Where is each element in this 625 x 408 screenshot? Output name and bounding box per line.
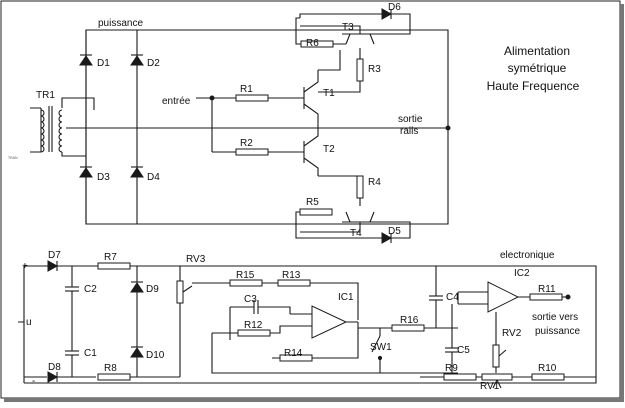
transistor-T3 bbox=[300, 25, 378, 45]
label-C1: C1 bbox=[84, 348, 97, 359]
rail-plus-label: + bbox=[22, 261, 28, 272]
potentiometer-RV3 bbox=[176, 280, 184, 304]
input-label: entrée bbox=[162, 96, 191, 107]
power-section: TRAN bbox=[8, 8, 451, 244]
output-power-label-2: puissance bbox=[535, 326, 580, 337]
electronic-section bbox=[18, 260, 597, 389]
section-label-power: puissance bbox=[98, 18, 143, 29]
label-D7: D7 bbox=[48, 250, 61, 261]
resistor-R2 bbox=[235, 148, 269, 156]
title-line-3: Haute Frequence bbox=[487, 79, 580, 93]
title-block: Alimentation symétrique Haute Frequence bbox=[487, 44, 580, 93]
label-R7: R7 bbox=[104, 252, 117, 263]
label-T1: T1 bbox=[323, 88, 335, 99]
label-R12: R12 bbox=[244, 320, 263, 331]
border-shadow-bottom bbox=[4, 398, 624, 402]
label-R9: R9 bbox=[445, 363, 458, 374]
label-R2: R2 bbox=[240, 138, 253, 149]
label-D3: D3 bbox=[97, 172, 110, 183]
label-IC1: IC1 bbox=[338, 292, 354, 303]
label-RV2: RV2 bbox=[502, 328, 522, 339]
resistor-R4 bbox=[356, 175, 364, 199]
label-R14: R14 bbox=[284, 348, 303, 359]
title-line-1: Alimentation bbox=[504, 44, 570, 58]
transistor-T2 bbox=[303, 128, 319, 176]
label-TR1: TR1 bbox=[36, 90, 55, 101]
rail-minus-label: - bbox=[32, 376, 35, 387]
resistor-R3 bbox=[356, 58, 364, 82]
resistor-R7 bbox=[97, 262, 131, 270]
label-C5: C5 bbox=[457, 345, 470, 356]
resistor-R5 bbox=[299, 208, 333, 216]
label-C2: C2 bbox=[84, 284, 97, 295]
label-C3: C3 bbox=[244, 294, 257, 305]
output-power-label-1: sortie vers bbox=[532, 312, 578, 323]
node-u-label: u bbox=[26, 317, 32, 328]
label-D5: D5 bbox=[388, 226, 401, 237]
potentiometer-RV2 bbox=[492, 344, 500, 368]
label-R1: R1 bbox=[240, 84, 253, 95]
label-D9: D9 bbox=[146, 284, 159, 295]
transistor-T1 bbox=[303, 70, 319, 128]
label-C4: C4 bbox=[446, 292, 459, 303]
resistor-R9 bbox=[443, 373, 477, 381]
label-R13: R13 bbox=[282, 270, 301, 281]
label-D4: D4 bbox=[147, 172, 160, 183]
transistor-T4 bbox=[300, 211, 378, 233]
border-shadow-right bbox=[620, 4, 624, 401]
label-T2: T2 bbox=[323, 144, 335, 155]
label-T4: T4 bbox=[350, 228, 362, 239]
switch-SW1[interactable] bbox=[371, 335, 383, 373]
label-D6: D6 bbox=[388, 2, 401, 13]
label-R6: R6 bbox=[306, 38, 319, 49]
resistor-R10 bbox=[531, 373, 565, 381]
resistor-R8 bbox=[97, 373, 131, 381]
opamp-IC1 bbox=[311, 305, 348, 339]
component-labels: TR1 D1 D2 D3 D4 R1 R2 T1 T2 T3 T4 R3 R4 … bbox=[36, 2, 557, 392]
label-RV3: RV3 bbox=[186, 254, 206, 265]
transformer-TR1: TRAN bbox=[8, 97, 95, 160]
title-line-2: symétrique bbox=[508, 61, 567, 75]
outer-border bbox=[0, 0, 621, 399]
output-rails-label-2: rails bbox=[400, 126, 418, 137]
label-D8: D8 bbox=[48, 362, 61, 373]
label-R15: R15 bbox=[236, 270, 255, 281]
label-RV1: RV1 bbox=[480, 381, 500, 392]
label-SW1: SW1 bbox=[370, 342, 392, 353]
label-R16: R16 bbox=[400, 315, 419, 326]
opamp-IC2 bbox=[487, 281, 520, 313]
label-T3: T3 bbox=[342, 22, 354, 33]
label-R10: R10 bbox=[538, 363, 557, 374]
label-R11: R11 bbox=[538, 284, 556, 295]
output-rails-label-1: sortie bbox=[398, 114, 423, 125]
label-D10: D10 bbox=[146, 350, 165, 361]
label-IC2: IC2 bbox=[514, 268, 530, 279]
label-R8: R8 bbox=[104, 363, 117, 374]
label-D1: D1 bbox=[97, 58, 110, 69]
label-D2: D2 bbox=[147, 58, 160, 69]
section-label-electronic: electronique bbox=[500, 250, 555, 261]
resistor-R1 bbox=[235, 94, 269, 102]
svg-text:TRAN: TRAN bbox=[8, 156, 18, 160]
label-R5: R5 bbox=[306, 197, 319, 208]
label-R4: R4 bbox=[368, 177, 381, 188]
label-R3: R3 bbox=[368, 64, 381, 75]
